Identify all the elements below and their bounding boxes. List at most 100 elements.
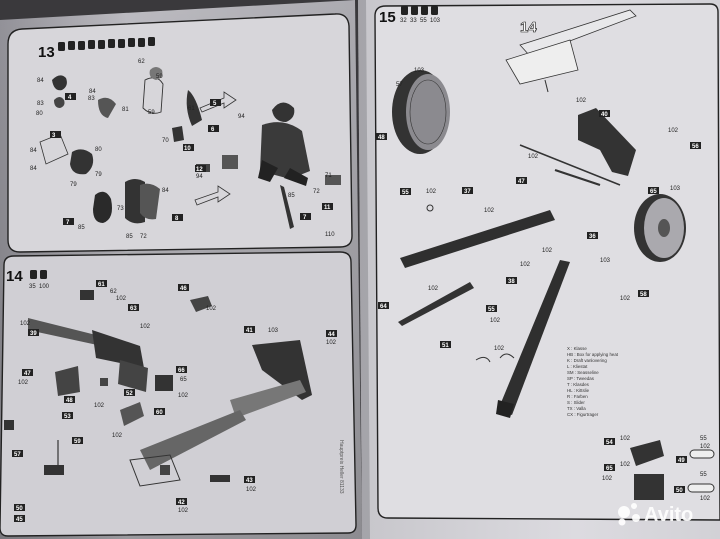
watermark-text: Avito — [644, 504, 693, 526]
svg-text:102: 102 — [428, 286, 439, 292]
part-65-box — [634, 474, 664, 500]
svg-text:44: 44 — [328, 332, 335, 338]
svg-text:62: 62 — [138, 59, 145, 65]
svg-text:85: 85 — [126, 234, 133, 240]
svg-text:55: 55 — [700, 436, 707, 442]
svg-text:54: 54 — [606, 440, 613, 446]
svg-text:81: 81 — [122, 107, 129, 113]
svg-text:65: 65 — [606, 466, 613, 472]
svg-text:102: 102 — [112, 433, 123, 439]
svg-text:49: 49 — [678, 458, 685, 464]
step13-paint-row — [58, 37, 155, 51]
svg-text:48: 48 — [378, 135, 385, 141]
svg-text:CX : Figurtrager: CX : Figurtrager — [567, 412, 599, 417]
page-footer-text: Hauptpreis Heller 81133 — [338, 440, 344, 494]
step13-labels: 84 83 80 84 84 80 79 79 84 83 81 62 59 5… — [30, 59, 335, 240]
svg-text:102: 102 — [116, 296, 127, 302]
svg-text:102: 102 — [246, 487, 257, 493]
svg-text:103: 103 — [430, 18, 441, 24]
svg-text:57: 57 — [396, 82, 403, 88]
svg-text:72: 72 — [313, 189, 320, 195]
svg-text:102: 102 — [326, 340, 337, 346]
svg-text:HB : Box for applying heat: HB : Box for applying heat — [567, 352, 619, 357]
svg-text:65: 65 — [180, 377, 187, 383]
svg-text:47: 47 — [518, 179, 525, 185]
svg-text:42: 42 — [178, 500, 185, 506]
wheel-right — [634, 194, 686, 262]
svg-text:59: 59 — [148, 110, 155, 116]
svg-text:102: 102 — [620, 462, 631, 468]
svg-text:51: 51 — [442, 343, 449, 349]
svg-text:SM : Seasseline: SM : Seasseline — [567, 370, 599, 375]
svg-text:72: 72 — [140, 234, 147, 240]
wheel-left — [392, 70, 450, 154]
step15-panel: 15 32 33 55 103 14 — [374, 3, 720, 521]
svg-text:61: 61 — [188, 106, 195, 112]
svg-text:94: 94 — [196, 174, 203, 180]
svg-text:5: 5 — [213, 101, 217, 107]
svg-text:102: 102 — [426, 189, 437, 195]
legend-list: X : Klasse HB : Box for applying heat K … — [567, 346, 619, 417]
svg-text:102: 102 — [206, 306, 217, 312]
svg-text:80: 80 — [36, 111, 43, 117]
svg-text:102: 102 — [620, 436, 631, 442]
svg-text:39: 39 — [30, 331, 37, 337]
svg-text:102: 102 — [602, 476, 613, 482]
svg-text:HL : Kittslie: HL : Kittslie — [567, 388, 590, 393]
svg-text:11: 11 — [324, 205, 331, 211]
svg-text:55: 55 — [488, 307, 495, 313]
svg-text:84: 84 — [89, 89, 96, 95]
svg-text:61: 61 — [98, 282, 105, 288]
svg-text:79: 79 — [70, 182, 77, 188]
gun-carriage — [129, 340, 312, 487]
step15-number: 15 — [379, 9, 396, 26]
svg-text:60: 60 — [156, 410, 163, 416]
gun-body — [28, 318, 148, 392]
svg-text:102: 102 — [178, 393, 189, 399]
svg-text:38: 38 — [508, 279, 515, 285]
step13-panel: 13 — [7, 13, 353, 253]
svg-text:102: 102 — [490, 318, 501, 324]
svg-text:47: 47 — [24, 371, 31, 377]
svg-text:102: 102 — [140, 324, 151, 330]
svg-text:102: 102 — [700, 496, 711, 502]
svg-text:103: 103 — [268, 328, 279, 334]
svg-text:84: 84 — [162, 188, 169, 194]
svg-text:41: 41 — [246, 328, 253, 334]
svg-text:102: 102 — [576, 98, 587, 104]
svg-text:37: 37 — [464, 189, 471, 195]
svg-text:59: 59 — [156, 74, 163, 80]
step14-labels: 62 102 102 103 102 102 102 65 102 102 10… — [18, 289, 337, 514]
step15-sub-number: 14 — [520, 19, 537, 36]
svg-text:102: 102 — [494, 346, 505, 352]
svg-text:R : Farben: R : Farben — [567, 394, 588, 399]
svg-text:62: 62 — [110, 289, 117, 295]
shield-part — [578, 108, 636, 176]
svg-text:33: 33 — [410, 18, 417, 24]
step14-panel: 14 35 100 61 46 63 — [0, 251, 357, 537]
svg-text:36: 36 — [589, 234, 596, 240]
svg-text:6: 6 — [211, 127, 215, 133]
step15-labels: 103 57 102 102 102 103 102 102 102 102 1… — [396, 68, 711, 502]
head-part — [52, 75, 67, 91]
svg-text:L : Kliestat: L : Kliestat — [567, 364, 588, 369]
svg-text:100: 100 — [39, 284, 50, 290]
svg-text:102: 102 — [18, 380, 29, 386]
part-54 — [630, 440, 664, 466]
svg-text:102: 102 — [94, 403, 105, 409]
svg-text:TX : Valla: TX : Valla — [567, 406, 586, 411]
svg-text:50: 50 — [676, 488, 683, 494]
svg-text:3: 3 — [52, 133, 56, 139]
soldier-figure — [258, 102, 341, 229]
svg-text:102: 102 — [178, 508, 189, 514]
gun-assembly-top — [505, 9, 637, 93]
svg-text:8: 8 — [175, 216, 179, 222]
svg-text:32: 32 — [400, 18, 407, 24]
svg-text:84: 84 — [37, 78, 44, 84]
svg-text:103: 103 — [600, 258, 611, 264]
svg-text:102: 102 — [520, 262, 531, 268]
step13-callouts: 3 4 5 6 7 8 10 11 12 7 — [50, 93, 333, 226]
svg-text:102: 102 — [620, 296, 631, 302]
svg-text:53: 53 — [64, 414, 71, 420]
